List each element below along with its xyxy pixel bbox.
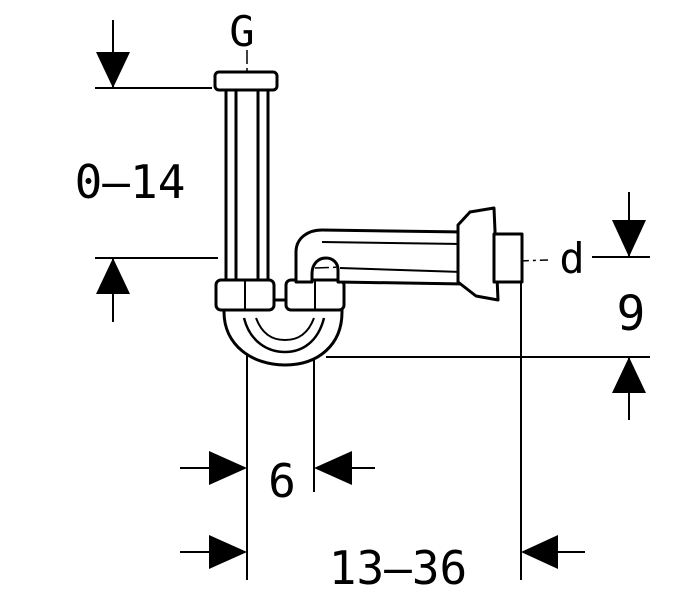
label-d: d [559,234,584,283]
arrow-6-right [314,451,352,485]
label-dim-width-large: 13–36 [329,541,467,595]
arrow-6-left [209,451,247,485]
outlet-spigot [492,232,524,284]
wall-cone [456,206,500,302]
label-dim-offset: 9 [617,286,646,342]
inlet-collar [213,70,279,92]
dimension-lines [95,20,650,580]
vertical-pipe [224,84,270,284]
siphon-body [213,70,524,367]
arrowheads [96,52,646,569]
arrow-13-36-right [521,535,558,569]
label-g: G [229,7,254,56]
trap-bowl [222,298,344,367]
label-dim-width-small: 6 [268,454,296,508]
label-dim-height: 0–14 [75,155,186,209]
outlet-bend [294,228,467,286]
arrow-13-36-left [209,535,247,569]
